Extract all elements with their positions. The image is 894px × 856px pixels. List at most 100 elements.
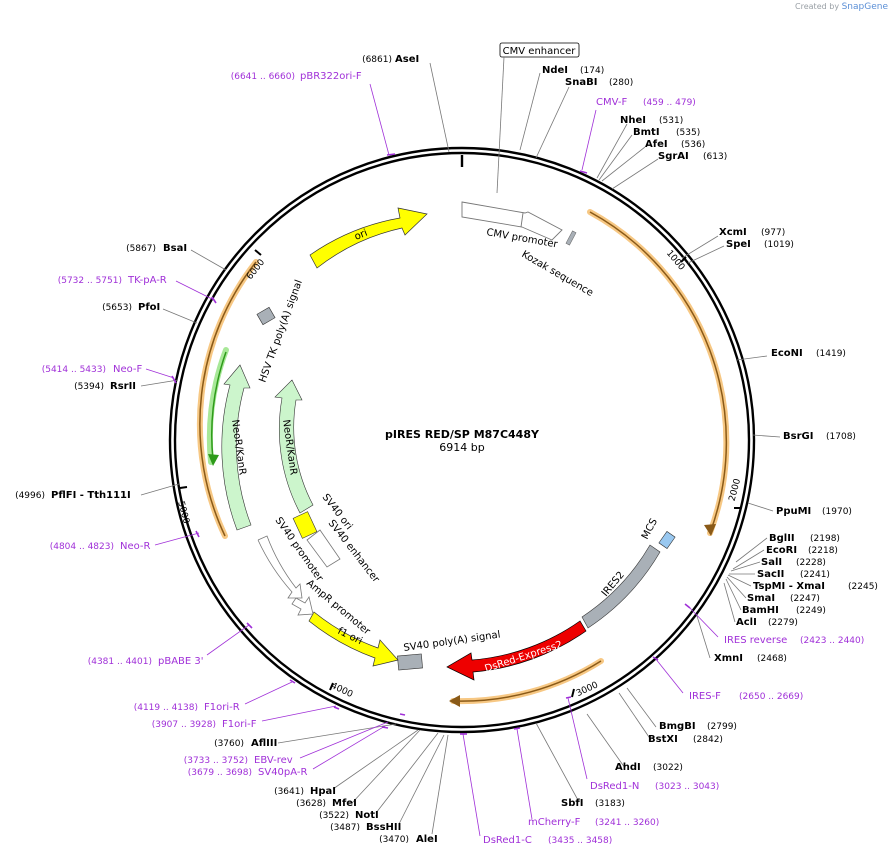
primer-name: DsRed1-C (483, 835, 532, 846)
enzyme-pos: (3522) (319, 811, 349, 821)
enzyme-pos: (2247) (790, 594, 820, 604)
enzyme-labels: (6861) AseI NdeI (174) SnaBI (280) NheI … (15, 54, 878, 845)
primer-pos: (3733 .. 3752) (184, 756, 248, 766)
hsv-tk-label: HSV TK poly(A) signal (257, 278, 304, 384)
primer-pos: (2650 .. 2669) (739, 692, 803, 702)
primer-name: F1ori-F (222, 719, 257, 730)
enzyme-pos: (2245) (848, 582, 878, 592)
enzyme-name: SacII (757, 569, 784, 580)
enzyme-pos: (2218) (808, 546, 838, 556)
leader-lines (140, 62, 781, 835)
enzyme-name: BamHI (742, 605, 779, 616)
enzyme-pos: (2249) (796, 606, 826, 616)
primer-pos: (3023 .. 3043) (655, 782, 719, 792)
primer-pos: (4119 .. 4138) (134, 703, 198, 713)
primer-name: Neo-R (120, 541, 151, 552)
primer-name: EBV-rev (254, 755, 293, 766)
enzyme-name: AclI (736, 617, 757, 628)
primer-lines (145, 83, 719, 837)
enzyme-name: AflIII (251, 738, 277, 749)
sv40-enhancer-box (306, 529, 341, 568)
enzyme-name: SalI (761, 557, 782, 568)
primer-pos: (3241 .. 3260) (595, 818, 659, 828)
primer-name: IRES reverse (724, 635, 787, 646)
primer-name: DsRed1-N (590, 781, 639, 792)
backbone-inner (173, 151, 751, 729)
enzyme-pos: (535) (676, 128, 700, 138)
primer-pos: (459 .. 479) (643, 98, 696, 108)
enzyme-pos: (3628) (296, 799, 326, 809)
mcs-box (658, 530, 676, 550)
ampr-promoter (291, 596, 314, 616)
primer-marks (171, 153, 691, 735)
enzyme-pos: (3487) (330, 823, 360, 833)
primer-name: Neo-F (113, 364, 143, 375)
neor-outer-arrow (221, 364, 252, 531)
enzyme-name: SmaI (747, 593, 775, 604)
enzyme-name: XmnI (714, 653, 743, 664)
ori-arrow (309, 207, 428, 269)
sv40-polya-box (397, 653, 423, 671)
enzyme-pos: (2799) (707, 722, 737, 732)
primer-name: pBABE 3' (158, 656, 204, 667)
enzyme-name: NheI (620, 115, 646, 126)
enzyme-name: AseI (395, 54, 419, 65)
enzyme-name: BsrGI (783, 431, 813, 442)
enzyme-name: SgrAI (658, 151, 689, 162)
backbone-outer (168, 146, 756, 734)
enzyme-pos: (3641) (274, 787, 304, 797)
enzyme-pos: (1970) (822, 507, 852, 517)
enzyme-pos: (174) (580, 66, 604, 76)
enzyme-pos: (2842) (693, 735, 723, 745)
primer-labels: (6641 .. 6660) pBR322ori-F CMV-F (459 ..… (42, 71, 865, 846)
enzyme-pos: (3183) (595, 799, 625, 809)
hsv-tk-box (256, 306, 276, 326)
primer-pos: (6641 .. 6660) (231, 72, 295, 82)
enzyme-pos: (5394) (74, 382, 104, 392)
enzyme-pos: (3470) (379, 835, 409, 845)
enzyme-name: EcoNI (771, 348, 803, 359)
kozak-label: Kozak sequence (520, 249, 595, 299)
enzyme-pos: (536) (681, 140, 705, 150)
orf-arrow-bottom (449, 695, 460, 707)
primer-name: CMV-F (596, 97, 627, 108)
enzyme-pos: (6861) (362, 55, 392, 65)
enzyme-name: TspMI - XmaI (753, 581, 825, 592)
enzyme-pos: (2228) (796, 558, 826, 568)
enzyme-name: BmtI (633, 127, 660, 138)
enzyme-name: AhdI (615, 762, 641, 773)
orf-arrow-right (704, 524, 716, 536)
enzyme-pos: (3760) (214, 739, 244, 749)
primer-name: IRES-F (689, 691, 721, 702)
enzyme-pos: (1019) (764, 240, 794, 250)
enzyme-name: SpeI (726, 239, 751, 250)
enzyme-name: BmgBI (659, 721, 696, 732)
enzyme-name: PflFI - Tth111I (51, 490, 131, 501)
tick-5000: 5000 (175, 500, 191, 525)
enzyme-name: SnaBI (565, 77, 597, 88)
plasmid-name: pIRES RED/SP M87C448Y (385, 428, 540, 441)
primer-name: mCherry-F (528, 817, 581, 828)
enzyme-name: BglII (769, 533, 795, 544)
ires2-segment (581, 544, 661, 629)
plasmid-length: 6914 bp (439, 441, 484, 454)
enzyme-name: SbfI (561, 798, 583, 809)
primer-name: TK-pA-R (127, 275, 167, 286)
enzyme-name: RsrII (110, 381, 136, 392)
primer-name: pBR322ori-F (300, 71, 362, 82)
enzyme-pos: (977) (761, 228, 785, 238)
orf-arc-green (206, 347, 229, 465)
primer-pos: (5732 .. 5751) (58, 276, 122, 286)
credit-prefix: Created by (795, 2, 840, 11)
enzyme-name: XcmI (719, 227, 747, 238)
enzyme-name: BstXI (648, 734, 678, 745)
primer-pos: (5414 .. 5433) (42, 365, 106, 375)
enzyme-name: BsaI (163, 243, 187, 254)
cmv-enhancer-box (499, 42, 580, 58)
enzyme-pos: (613) (703, 152, 727, 162)
enzyme-pos: (280) (609, 78, 633, 88)
sv40-polya-label: SV40 poly(A) signal (403, 629, 501, 653)
enzyme-name: AfeI (645, 139, 668, 150)
mcs-label: MCS (640, 517, 660, 542)
